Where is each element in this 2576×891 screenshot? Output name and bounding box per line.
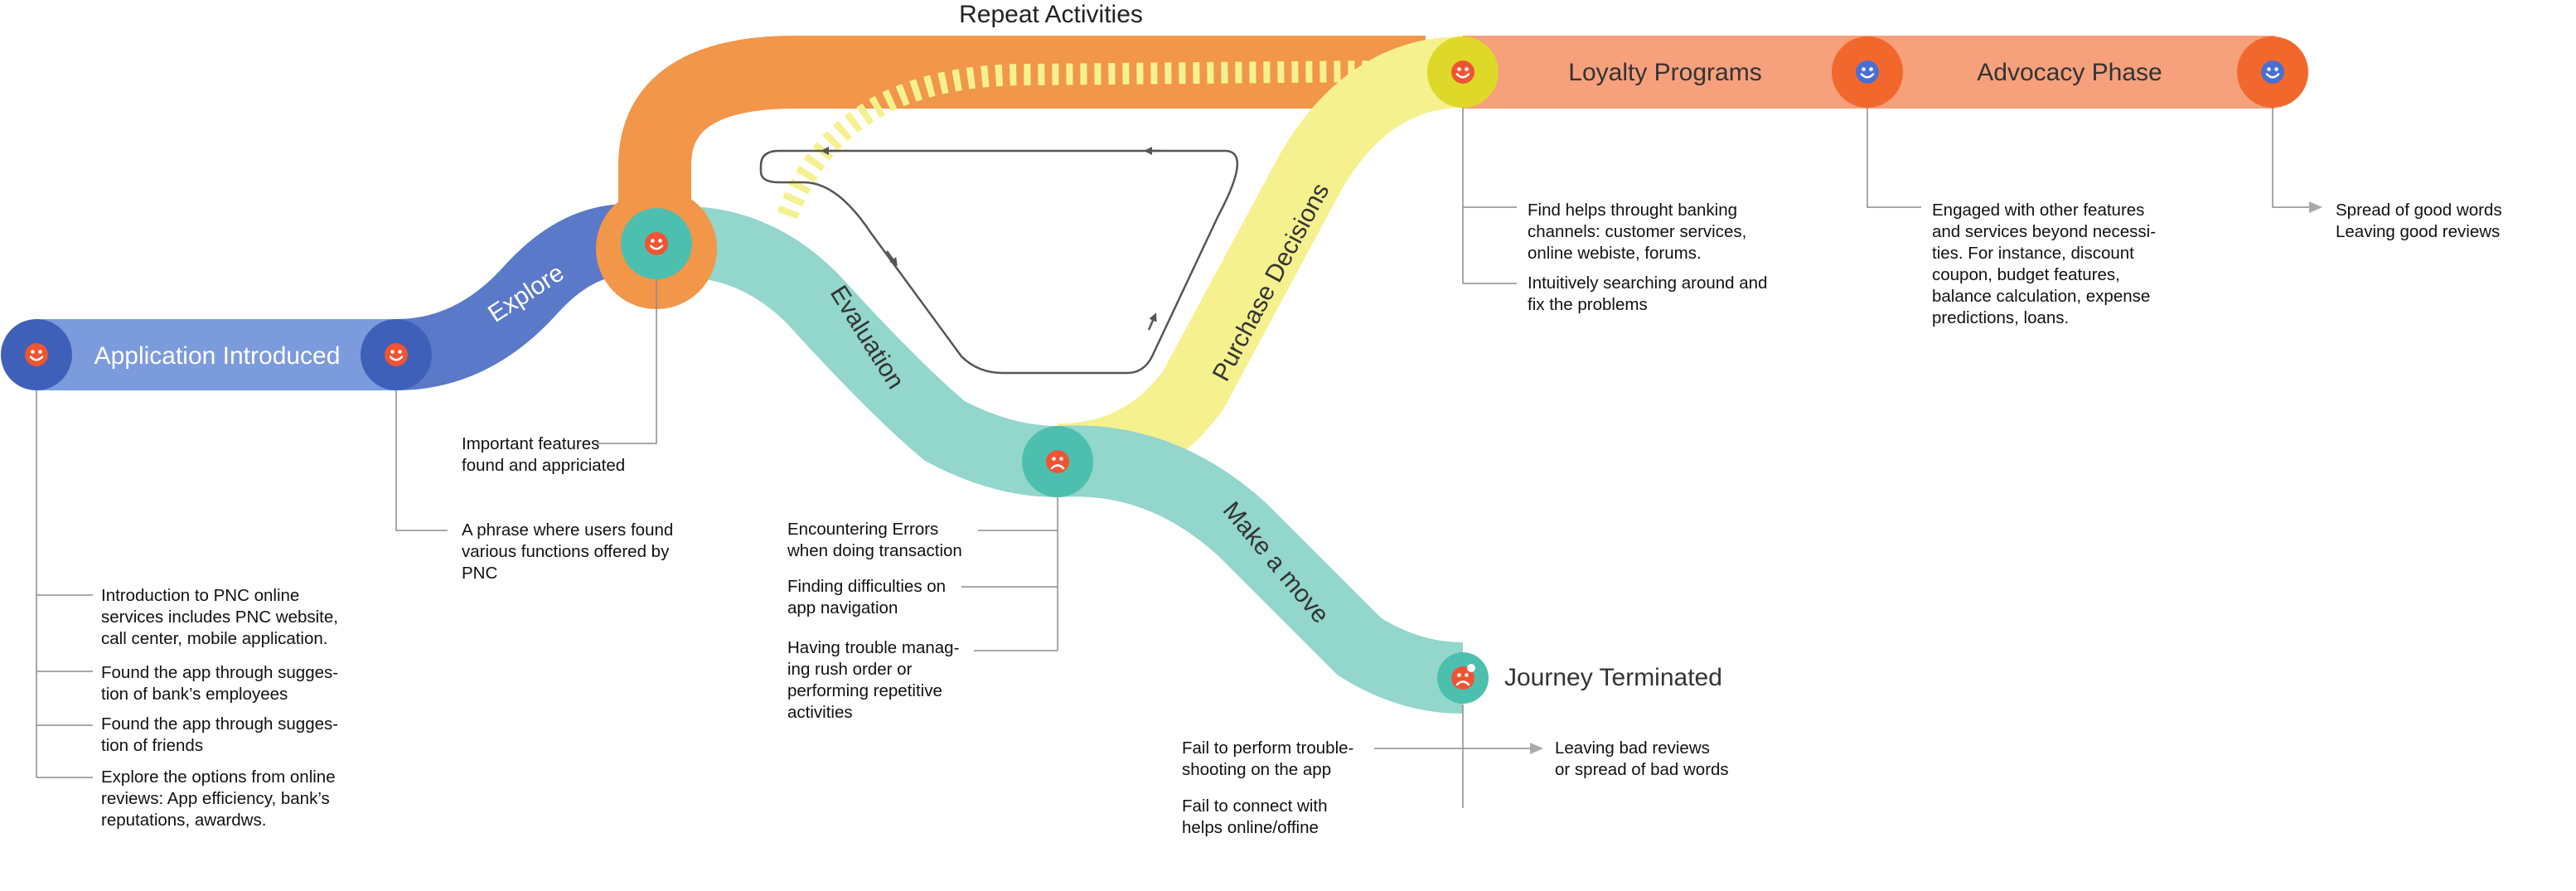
track-make-move <box>1054 425 1464 714</box>
track-evaluation <box>651 206 1058 497</box>
diagram-title: Repeat Activities <box>959 1 1143 28</box>
note-intro-2: Found the app through sugges-tion of ban… <box>101 663 338 704</box>
track-repeat-dashed <box>777 61 1368 220</box>
leader-advocacy <box>1867 108 1921 208</box>
note-terminated-cause-1: Fail to perform trouble-shooting on the … <box>1182 738 1353 779</box>
track-repeat-activities <box>618 36 1426 249</box>
happy-face-icon <box>383 341 409 368</box>
track-purchase <box>1057 36 1465 495</box>
leader-intro <box>36 390 93 778</box>
label-application-introduced: Application Introduced <box>94 342 341 370</box>
leader-loyalty <box>1462 108 1517 284</box>
happy-face-icon <box>1450 59 1476 85</box>
label-loyalty-programs: Loyalty Programs <box>1568 59 1761 86</box>
happy-face-icon <box>23 341 50 368</box>
label-journey-terminated: Journey Terminated <box>1504 664 1722 691</box>
repeat-loop <box>759 149 1239 375</box>
happy-face-icon <box>1854 59 1881 85</box>
note-intro-3: Found the app through sugges-tion of fri… <box>101 714 338 755</box>
leader-explore-phrase <box>395 390 448 531</box>
leader-advocacy-result <box>2272 108 2322 213</box>
sad-face-icon <box>1044 448 1071 475</box>
loop-arrow-down <box>885 250 898 267</box>
leader-important-features <box>597 279 657 444</box>
happy-face-icon <box>2259 59 2286 85</box>
happy-face-icon <box>643 230 670 257</box>
leader-evaluation <box>961 497 1058 651</box>
loop-arrow-up <box>1147 312 1157 331</box>
label-advocacy-phase: Advocacy Phase <box>1977 59 2162 86</box>
